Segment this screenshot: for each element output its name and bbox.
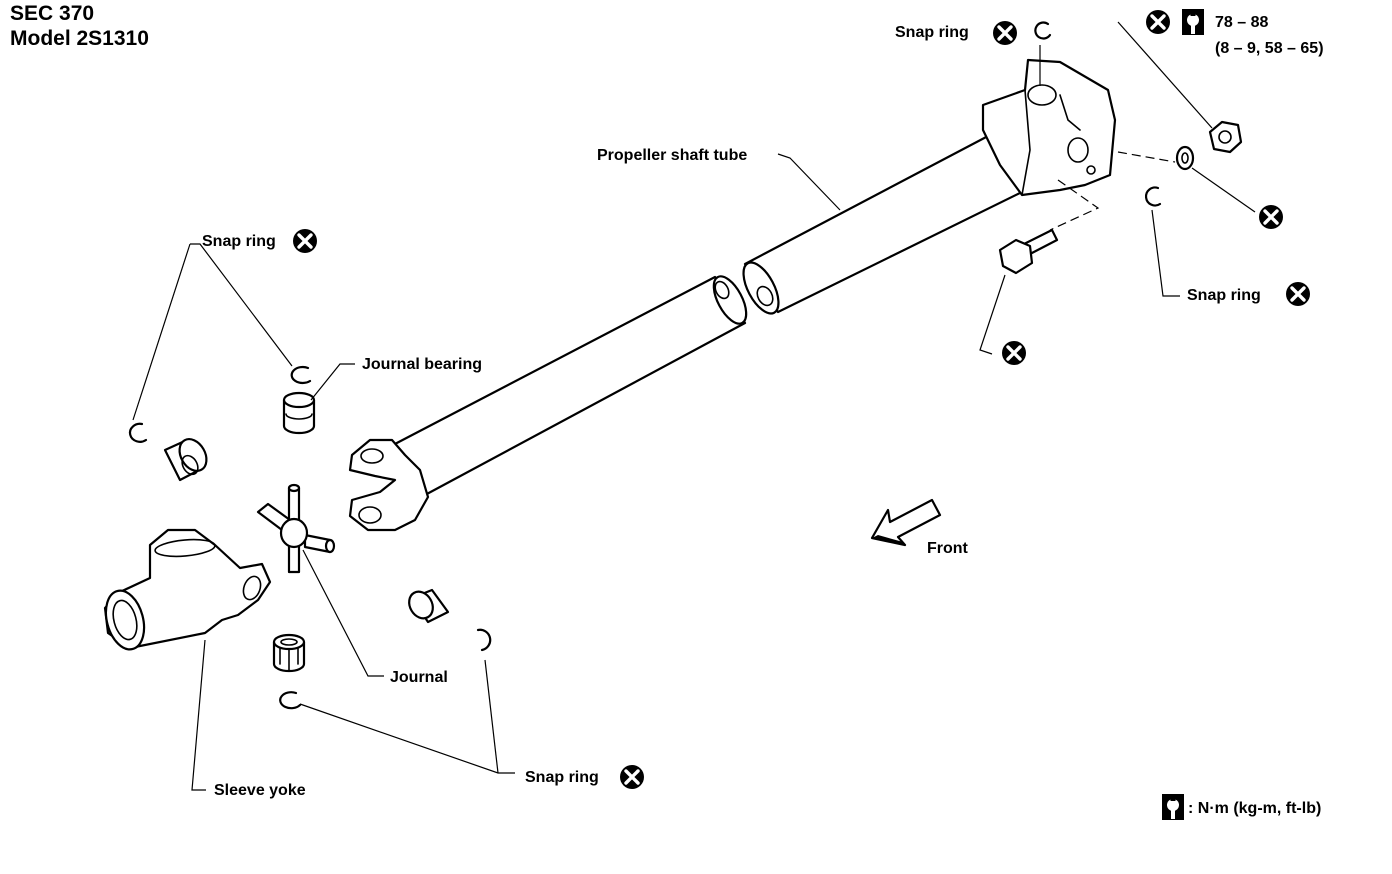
leader-snap-ring-rear-side [1151,209,1180,297]
x-circle-icon [291,227,319,255]
leader-journal-bearing [310,363,355,401]
flange-nut [1208,120,1243,154]
snap-ring-rear-top [1034,21,1052,40]
x-circle-icon [991,19,1019,47]
leader-journal [302,549,384,677]
journal-bearing-top [282,391,316,435]
leader-nut [1117,21,1213,129]
dashed-line-nut [1117,151,1176,163]
label-snap-ring-rear-side: Snap ring [1187,287,1261,304]
flange-bolt [998,228,1059,275]
torque-wrench-icon [1182,9,1204,35]
washer [1175,145,1195,171]
dashed-line-bolt [1049,179,1100,231]
leader-bolt [979,274,1006,355]
label-snap-ring-bottom: Snap ring [525,769,599,786]
journal-bearing-right [408,588,450,624]
snap-ring-front-upper-2 [290,365,312,385]
label-propeller-shaft-tube: Propeller shaft tube [597,147,747,164]
section-number: SEC 370 [10,2,94,25]
leader-washer [1191,167,1256,213]
snap-ring-rear-side [1144,186,1162,207]
tube-yoke [348,438,430,532]
torque-value: 78 – 88 [1215,14,1268,31]
journal-bearing-left [163,438,208,482]
legend-units: : N·m (kg-m, ft-lb) [1188,800,1321,817]
label-snap-ring-front-top: Snap ring [202,233,276,250]
x-circle-icon [1257,203,1285,231]
torque-wrench-legend-icon [1162,794,1184,820]
x-circle-icon [1144,8,1172,36]
leader-propeller-shaft-tube [777,153,841,211]
label-front: Front [927,540,969,557]
torque-value-alt: (8 – 9, 58 – 65) [1215,40,1324,57]
leader-snap-ring-front-left [132,243,191,421]
propeller-shaft-tube [742,133,1024,315]
x-circle-icon [1284,280,1312,308]
journal-cross [256,483,336,574]
label-journal-bearing: Journal bearing [362,356,482,373]
front-arrow-icon [870,498,942,547]
label-journal: Journal [390,669,448,686]
journal-bearing-bottom [272,633,306,673]
label-snap-ring-rear-top: Snap ring [895,24,969,41]
flange-yoke [981,58,1117,197]
x-circle-icon [618,763,646,791]
x-circle-icon [1000,339,1028,367]
sleeve-yoke [103,528,272,651]
snap-ring-front-lower-1 [476,628,492,652]
snap-ring-front-upper-1 [128,422,148,443]
model-number: Model 2S1310 [10,27,149,50]
leader-sleeve-yoke [191,639,206,791]
snap-ring-front-lower-2 [279,691,302,710]
propeller-shaft-tube-front-section [391,275,748,497]
leader-snap-ring-lower-b [484,659,499,774]
label-sleeve-yoke: Sleeve yoke [214,782,306,799]
leader-snap-ring-front-top [190,243,293,367]
leader-snap-ring-lower-a [299,703,515,774]
